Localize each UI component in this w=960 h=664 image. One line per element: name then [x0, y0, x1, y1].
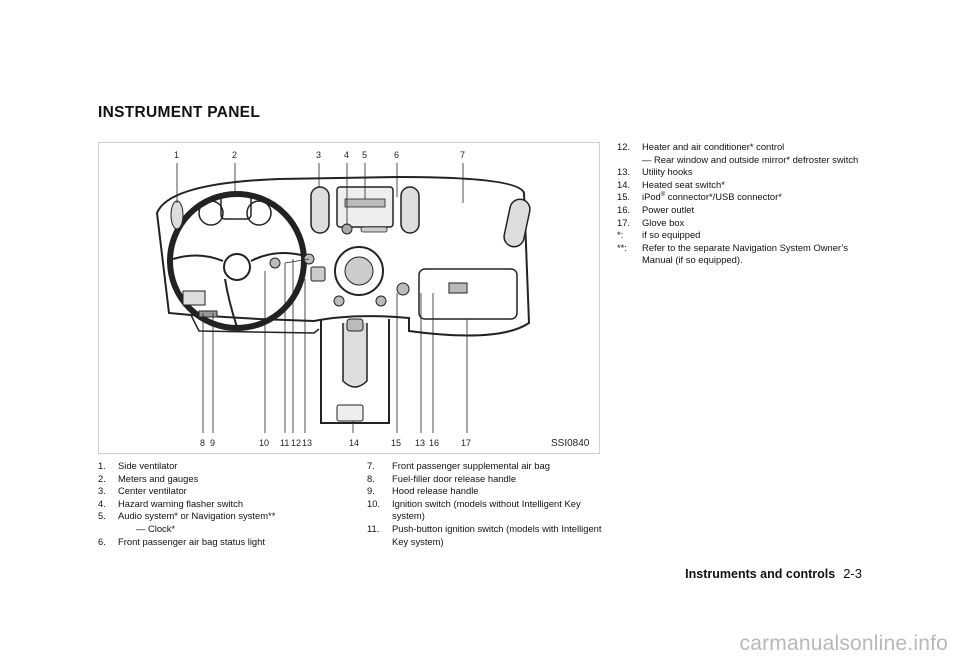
seat-heater-switches [336, 404, 364, 422]
callout-7: 7 [460, 150, 465, 160]
callout-5: 5 [362, 150, 367, 160]
callout-14: 14 [349, 438, 359, 448]
legend-item: 6.Front passenger air bag status light [98, 535, 265, 547]
gauge-right [246, 200, 272, 226]
callout-10: 10 [259, 438, 269, 448]
hazard-switch [341, 223, 353, 235]
footer-section: Instruments and controls [685, 567, 836, 581]
legend-item: 16.Power outlet [617, 203, 695, 215]
dash-lower-edge [190, 314, 320, 334]
callout-9: 9 [210, 438, 215, 448]
callout-13: 13 [302, 438, 312, 448]
legend-item: 14.Heated seat switch* [617, 178, 725, 190]
watermark: carmanualsonline.info [739, 632, 948, 655]
page-title: INSTRUMENT PANEL [98, 104, 261, 121]
legend-column-2: 7.Front passenger supplemental air bag 8… [367, 460, 607, 548]
callout-13b: 13 [415, 438, 425, 448]
legend-item: 15.iPod® connector*/USB connector* [617, 191, 782, 203]
glove-box [418, 268, 518, 320]
steering-wheel-hub [223, 253, 251, 281]
callout-2: 2 [232, 150, 237, 160]
heated-seat-switch [310, 266, 326, 282]
lower-left-switches [182, 290, 206, 306]
legend-subitem: — Clock* [136, 522, 176, 534]
callout-15: 15 [391, 438, 401, 448]
legend-item: 3.Center ventilator [98, 485, 187, 497]
legend-item: 12.Heater and air conditioner* control [617, 141, 785, 152]
legend-item: 11.Push-button ignition switch (models w… [367, 522, 602, 547]
page-number: 2-3 [843, 566, 862, 581]
side-vent-right [503, 198, 531, 248]
center-console [320, 319, 390, 424]
legend-item: 4.Hazard warning flasher switch [98, 497, 244, 509]
callout-3: 3 [316, 150, 321, 160]
power-outlet [396, 282, 410, 296]
callout-6: 6 [394, 150, 399, 160]
legend-subitem: — Rear window and outside mirror* defros… [642, 153, 859, 165]
page-footer: Instruments and controls 2-3 [685, 566, 862, 581]
legend-item: 8.Fuel-filler door release handle [367, 472, 517, 484]
callout-4: 4 [344, 150, 349, 160]
callout-11: 11 [280, 438, 289, 448]
legend-item: 5.Audio system* or Navigation system** [98, 510, 276, 522]
callout-16: 16 [429, 438, 439, 448]
legend-item: 10.Ignition switch (models without Intel… [367, 497, 581, 522]
legend-item: 7.Front passenger supplemental air bag [367, 460, 550, 471]
callout-12: 12 [291, 438, 301, 448]
legend-column-3: 12.Heater and air conditioner* control —… [617, 141, 867, 267]
footnote: **:Refer to the separate Navigation Syst… [617, 241, 849, 266]
steering-spokes [172, 252, 302, 328]
legend-item: 13.Utility hooks [617, 166, 693, 178]
legend-item: 17.Glove box [617, 216, 685, 228]
gauge-left [198, 200, 224, 226]
callout-17: 17 [461, 438, 471, 448]
bottom-leader-lines [202, 258, 468, 433]
instrument-panel-diagram: 1 2 3 4 5 6 7 8 9 10 11 12 13 14 15 13 1… [98, 142, 600, 454]
legend-column-1: 1.Side ventilator 2.Meters and gauges 3.… [98, 460, 348, 548]
top-leader-lines [176, 163, 464, 225]
dashboard-illustration: 1 2 3 4 5 6 7 8 9 10 11 12 13 14 15 13 1… [155, 150, 590, 449]
legend-item: 2.Meters and gauges [98, 472, 199, 484]
center-vent-left [310, 186, 330, 234]
shifter [342, 323, 368, 388]
callout-8: 8 [200, 438, 205, 448]
ignition-switch [269, 257, 281, 269]
callout-1: 1 [174, 150, 179, 160]
side-vent-left [170, 200, 184, 230]
legend-item: 9.Hood release handle [367, 485, 479, 497]
footnote: *:if so equipped [617, 229, 701, 241]
center-vent-right [400, 186, 420, 234]
figure-code: SSI0840 [551, 438, 590, 449]
meter-cluster [220, 192, 252, 220]
legend-item: 1.Side ventilator [98, 460, 178, 471]
